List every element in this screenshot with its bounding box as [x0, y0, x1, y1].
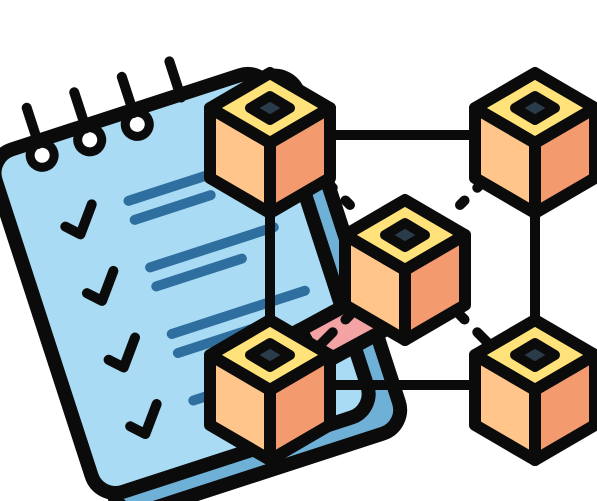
cube-top-right — [469, 67, 597, 219]
cube-bottom-left — [204, 314, 336, 466]
cube-top-left — [204, 67, 336, 219]
spiral-binding — [21, 56, 187, 172]
cube-center — [339, 194, 471, 346]
cube-bottom-right — [469, 314, 597, 466]
blockchain-cubes — [204, 67, 597, 466]
